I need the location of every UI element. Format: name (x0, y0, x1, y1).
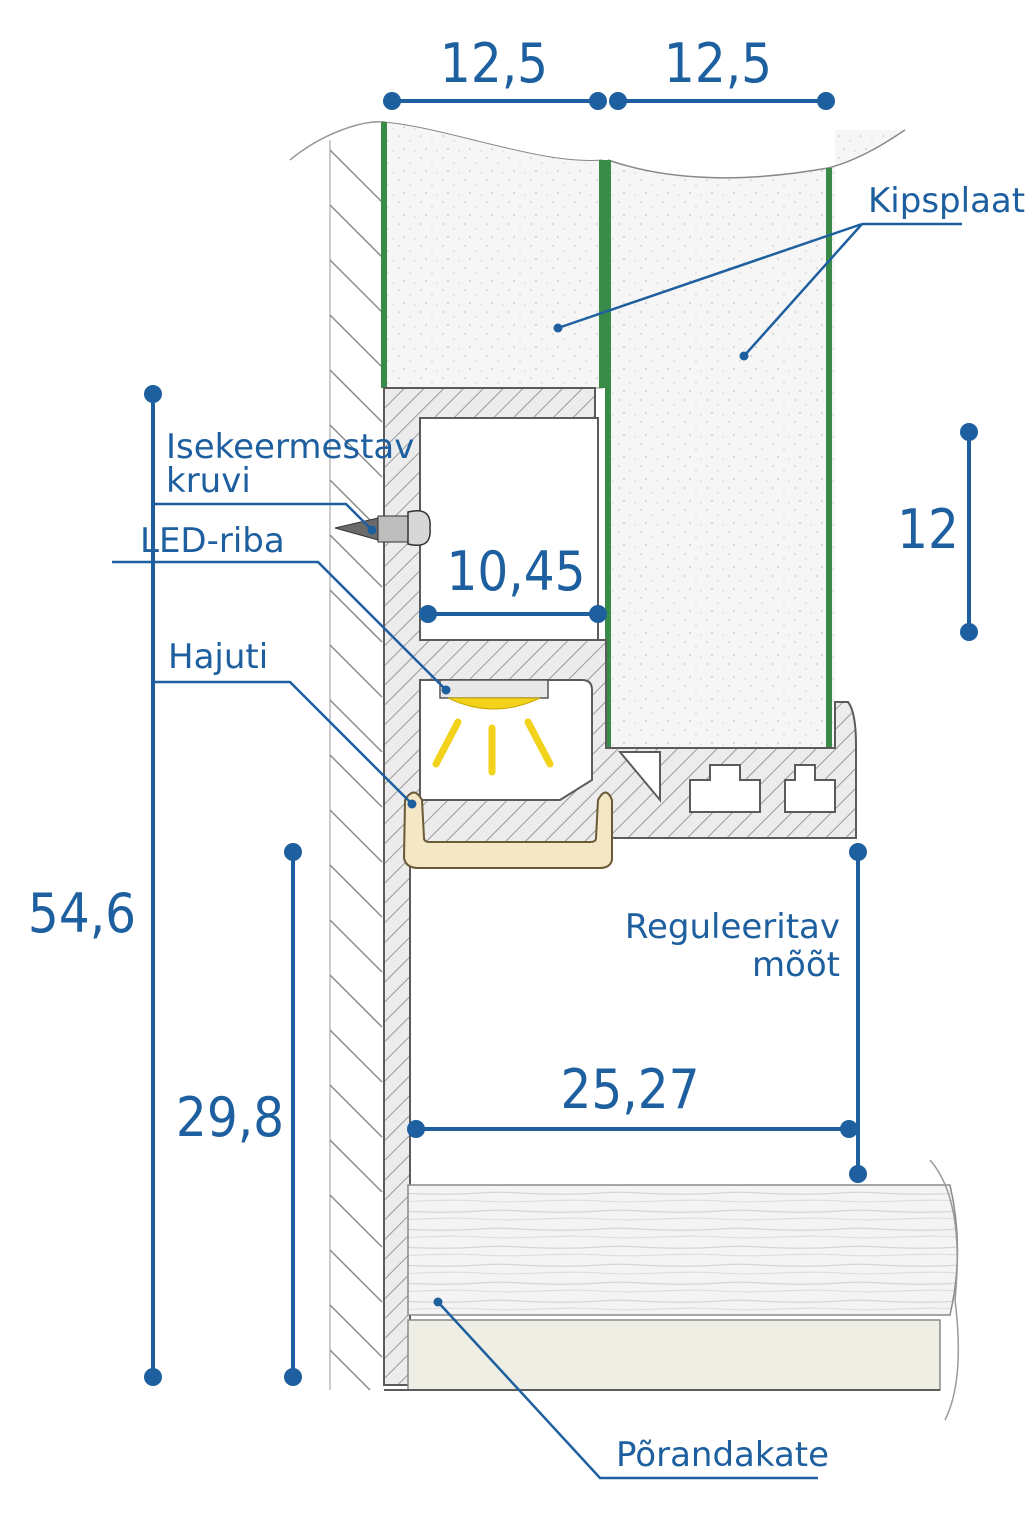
dimension-led-channel (419, 605, 607, 623)
label-adjustable-line1: Reguleeritav (625, 907, 840, 947)
dimension-top-left (383, 92, 607, 110)
dimension-label-led-channel: 10,45 (446, 540, 585, 603)
floor-covering-layers (384, 1159, 960, 1421)
diffuser (402, 791, 613, 869)
label-adjustable-line2: mõõt (752, 945, 840, 985)
dimension-adjustable (849, 843, 867, 1183)
dimension-label-board-right: 12,5 (664, 32, 772, 95)
dimension-top-right (609, 92, 835, 110)
drywall-board-right (605, 129, 906, 750)
leader-screw (153, 502, 377, 535)
dimension-label-lower-width: 25,27 (560, 1058, 699, 1121)
aluminium-profile (383, 387, 857, 1386)
dimension-profile-top (960, 423, 978, 641)
dimension-label-total-height: 54,6 (28, 882, 136, 945)
label-drywall: Kipsplaat (868, 181, 1025, 221)
leader-diffuser (153, 680, 417, 809)
dimension-total-height (144, 385, 162, 1386)
dimension-lower-width (407, 1120, 858, 1138)
dimension-label-lower-height: 29,8 (176, 1086, 284, 1149)
led-strip (439, 679, 549, 710)
label-floor-covering: Põrandakate (616, 1435, 829, 1475)
dimension-lower-height (284, 843, 302, 1386)
led-light-rays (432, 718, 554, 776)
label-led-strip: LED-riba (140, 521, 285, 561)
drywall-board-left (381, 121, 605, 389)
leader-led-strip (112, 560, 451, 695)
screw (334, 510, 431, 546)
leader-drywall (553, 222, 962, 361)
dimension-label-profile-top: 12 (897, 498, 959, 561)
label-diffuser: Hajuti (168, 637, 268, 677)
wall-hatch (289, 121, 386, 1391)
label-screw-line1: Isekeermestav (166, 427, 414, 467)
leader-floor-covering (433, 1297, 818, 1480)
dimension-label-board-left: 12,5 (440, 32, 548, 95)
label-screw-line2: kruvi (166, 461, 251, 501)
